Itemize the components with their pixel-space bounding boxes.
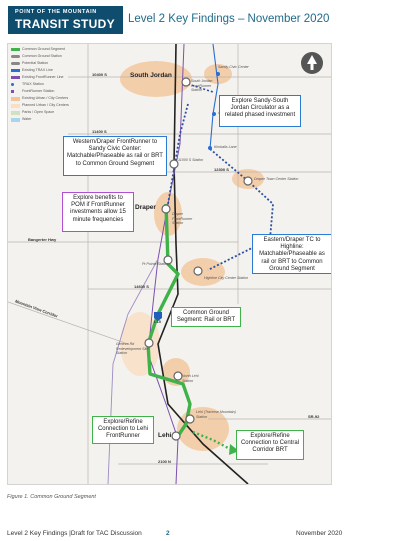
legend-label: Potential Station	[22, 61, 49, 65]
i15-shield	[154, 312, 162, 321]
place-south-jordan: South Jordan	[130, 72, 172, 79]
legend-item: Existing TRAX Line	[11, 68, 69, 74]
station-label: 11000 S Station	[178, 158, 204, 162]
logo-line2: TRANSIT STUDY	[15, 17, 115, 31]
trax-dashed-east	[207, 148, 274, 271]
study-logo: POINT OF THE MOUNTAIN TRANSIT STUDY	[8, 6, 123, 34]
urban-center-south-jordan	[120, 61, 192, 97]
circulator-dashed	[187, 83, 214, 93]
trax-station-sandy	[216, 72, 220, 76]
legend-label: Planned Urban / City Centers	[22, 103, 69, 107]
station-label: Sandy Civic Center	[218, 65, 249, 69]
road-label: 2100 N	[158, 459, 171, 464]
station-highline	[193, 266, 203, 276]
legend-label: Existing Urban / City Centers	[22, 96, 69, 100]
station-label: Highline City Center Station	[204, 276, 249, 280]
transit-map: Common Ground Segment Common Ground Stat…	[7, 43, 332, 485]
road-label: 10400 S	[92, 72, 107, 77]
callout-frontrunner-benefits: Explore benefits to POM if FrontRunner i…	[62, 192, 134, 232]
road-label: I-15	[154, 319, 161, 324]
legend-swatch	[11, 104, 20, 108]
legend-item: Common Ground Segment	[11, 47, 69, 53]
station-label: Lehi (Traverse Mountain) Station	[196, 410, 236, 419]
legend-label: Existing FrontRunner Line	[22, 75, 64, 79]
place-lehi: Lehi	[158, 432, 172, 439]
legend-swatch	[11, 69, 20, 72]
map-canvas	[8, 44, 331, 484]
legend-label: Water	[22, 117, 32, 121]
road-mvc	[8, 301, 129, 345]
logo-line1: POINT OF THE MOUNTAIN	[15, 9, 97, 15]
urban-center-highline	[181, 258, 225, 286]
station-traverse	[185, 414, 195, 424]
legend-swatch	[11, 83, 14, 86]
road-label: 11400 S	[92, 129, 107, 134]
legend-swatch	[11, 90, 14, 93]
footer-right: November 2020	[296, 530, 343, 537]
common-ground-segment	[146, 203, 192, 437]
place-draper: Draper	[135, 204, 156, 211]
legend-item: Existing FrontRunner Line	[11, 75, 69, 81]
map-legend: Common Ground Segment Common Ground Stat…	[11, 47, 69, 167]
legend-swatch	[11, 111, 20, 115]
station-label: Kimballs Lane	[214, 145, 237, 149]
legend-swatch	[11, 76, 20, 79]
callout-eastern-draper: Eastern/Draper TC to Highline: Matchable…	[252, 234, 331, 274]
station-pt-pointe	[163, 255, 173, 265]
legend-item: Water	[11, 117, 69, 123]
road-label: 12300 S	[214, 167, 229, 172]
station-north-lehi	[173, 371, 183, 381]
legend-item: Potential Station	[11, 61, 69, 67]
station-label: Pt Pointe Station	[142, 262, 169, 266]
callout-circulator: Explore Sandy-South Jordan Circulator as…	[219, 95, 301, 127]
callout-common-ground: Common Ground Segment: Rail or BRT	[171, 307, 241, 327]
legend-swatch	[11, 48, 20, 51]
legend-label: Common Ground Segment	[22, 47, 65, 51]
legend-item: Parks / Open Space	[11, 110, 69, 116]
legend-item: TRAX Station	[11, 82, 69, 88]
station-label: North Lehi Station	[182, 374, 199, 383]
trax-line	[209, 44, 219, 150]
station-label: Geneva Rd Redevelopment Site Station	[116, 342, 149, 355]
legend-item: Planned Urban / City Centers	[11, 103, 69, 109]
page-number: 2	[166, 530, 170, 537]
legend-swatch	[11, 97, 20, 101]
trax-station-crescent	[212, 112, 216, 116]
station-label: Draper FrontRunner Station	[172, 212, 193, 225]
figure-caption: Figure 1. Common Ground Segment	[7, 494, 96, 500]
callout-lehi-frontrunner: Explore/Refine Connection to Lehi FrontR…	[92, 416, 154, 444]
footer-left: Level 2 Key Findings |Draft for TAC Disc…	[7, 530, 142, 537]
station-south-jordan	[181, 77, 191, 87]
legend-swatch	[11, 118, 20, 122]
station-11000s	[169, 159, 179, 169]
road-label: Bangerter Hwy	[28, 237, 57, 242]
extension-arrow	[229, 444, 239, 455]
legend-label: Parks / Open Space	[22, 110, 55, 114]
page-title: Level 2 Key Findings – November 2020	[128, 13, 330, 25]
station-draper-fr	[161, 204, 171, 214]
road-label: SR-92	[308, 414, 320, 419]
legend-label: TRAX Station	[22, 82, 44, 86]
legend-item: Common Ground Station	[11, 54, 69, 60]
station-label: Draper Town Center Station	[254, 177, 299, 181]
legend-item: FrontRunner Station	[11, 89, 69, 95]
station-label: South Jordan FrontRunner Station	[191, 79, 213, 92]
north-arrow-icon	[301, 52, 323, 74]
station-draper-tc	[243, 176, 253, 186]
trax-station-kimballs	[208, 146, 212, 150]
legend-item: Existing Urban / City Centers	[11, 96, 69, 102]
legend-swatch	[11, 55, 20, 58]
station-lehi	[171, 431, 181, 441]
station-geneva	[144, 338, 154, 348]
legend-label: FrontRunner Station	[22, 89, 55, 93]
callout-western-draper: Western/Draper FrontRunner to Sandy Civi…	[63, 136, 167, 176]
interstate-i15	[157, 44, 249, 484]
legend-label: Existing TRAX Line	[22, 68, 53, 72]
legend-label: Common Ground Station	[22, 54, 62, 58]
road-label: 14600 S	[134, 284, 149, 289]
legend-swatch	[11, 62, 20, 65]
callout-central-corridor: Explore/Refine Connection to Central Cor…	[236, 430, 304, 460]
